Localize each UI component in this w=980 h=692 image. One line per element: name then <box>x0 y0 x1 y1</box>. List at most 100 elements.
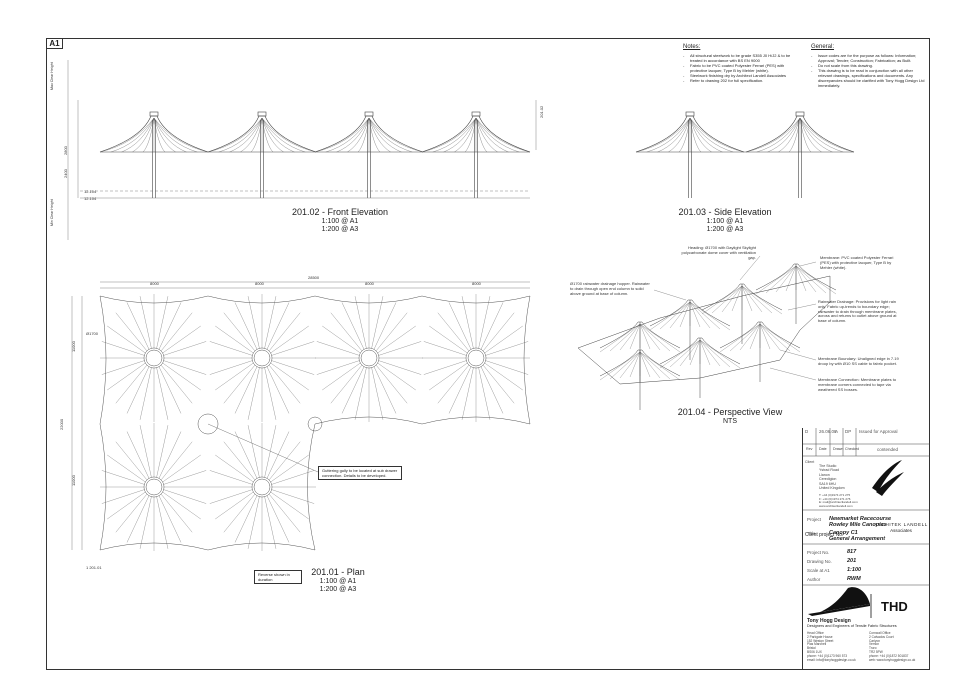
callout-heading-dome: Heading: Ø1700 with Daylight Skylight po… <box>681 245 757 260</box>
plan-bay-dim: 8000 <box>255 281 264 286</box>
drawing-sheet-border <box>46 38 930 670</box>
rev-header: Checked <box>845 447 860 451</box>
client-contact-line: F: +44 (0)1974 271 276 <box>819 496 851 501</box>
company-web: web: www.tonyhoggdesign.co.uk <box>869 657 916 662</box>
head-office-block: Head Office 2 Parkgate House 152 Weston … <box>807 631 867 662</box>
note-item: Fabric to be PVC coated Polyester Ferrar… <box>683 63 795 73</box>
level-label-bottom: 12.104 <box>84 196 97 201</box>
notes-heading: Notes: <box>683 44 701 50</box>
callout-connection: Membrane Connection: Membrane plates to … <box>818 377 897 392</box>
general-item: Do not scale from this drawing. <box>811 63 925 68</box>
head-office-line: 2 Parkgate House <box>807 634 833 639</box>
client-address-line: The Studio <box>819 464 837 468</box>
company-name: Tony Hogg Design <box>807 618 851 624</box>
rev-checked: DP <box>845 429 852 434</box>
rev-status: contended <box>877 447 899 452</box>
mast-ring-dim: Ø1700 <box>86 331 99 336</box>
architect-name: ARCHITEK LANDELL <box>874 522 928 527</box>
left-label-max: Max Clear Height <box>50 62 54 90</box>
plan-scale-a3: 1:200 @ A3 <box>319 586 357 593</box>
cornwall-office-line: Truro <box>869 646 877 651</box>
rev-header: Date <box>819 447 827 451</box>
note-item: Steelwork finishing dry by Architect Lan… <box>683 73 795 78</box>
note-item: Refer to drawing 202 for full specificat… <box>683 78 795 83</box>
front-height-dim: 2400 <box>63 169 68 178</box>
client-address: The Studio Ystrad Road Llanon Ceredigion… <box>819 464 871 490</box>
title-line2: General Arrangement <box>829 536 886 542</box>
scale-value: 1:100 <box>847 567 862 573</box>
general-heading: General: <box>811 44 835 50</box>
plan-bay-dim: 8000 <box>365 281 374 286</box>
rev-drawn: A <box>835 429 839 434</box>
plan-ref-label: 1 201.01 <box>86 565 102 570</box>
project-line2: Rowley Mile Canopies <box>829 522 887 528</box>
client-address-line: SA19 6HU <box>819 481 836 486</box>
side-ref-label: 201.02 <box>539 105 544 118</box>
project-no-label: Project No. <box>807 550 830 555</box>
title-block-lines <box>802 428 930 586</box>
dimension-lines <box>67 60 537 550</box>
callout-drainage-hopper: Ø1700 rainwater drainage hopper. Rainwat… <box>570 281 650 296</box>
cornwall-office-line: 2 Calvados Court <box>869 634 894 639</box>
side-elevation-scale-a1: 1:100 @ A1 <box>706 218 744 225</box>
general-list: Issue codes are for the purpose as follo… <box>811 53 925 88</box>
client-contact: T: +44 (0)1974 271 275 F: +44 (0)1974 27… <box>819 493 879 508</box>
title-label: Title <box>807 531 816 536</box>
company-tagline: Designers and Engineers of Tensile Fabri… <box>807 624 897 628</box>
head-office-line: Bristol <box>807 646 816 651</box>
head-office-line: 152 Weston Street <box>807 638 834 643</box>
client-address-line: Llanon <box>819 472 830 477</box>
rev-header: Drawn <box>833 447 844 451</box>
side-elevation-scale-a3: 1:200 @ A3 <box>706 226 744 233</box>
architect-sub: Associates <box>890 528 912 533</box>
front-elevation-drawing <box>99 111 531 198</box>
company-logo-text: THD <box>881 599 908 614</box>
client-project-no-label: Client project No. <box>805 532 844 538</box>
general-item: This drawing is to be read in conjunctio… <box>811 68 925 88</box>
cornwall-office-block: Cornwall Office 2 Calvados Court Carlyon… <box>869 631 929 662</box>
head-office-line: Plas Marchell <box>807 642 827 647</box>
plan-left-total: 22000 <box>59 418 64 430</box>
head-office-phone: phone: +44 (0)1173 960 573 <box>807 653 848 658</box>
rev-description: Issued for Approval <box>859 429 898 434</box>
plan-drawing <box>99 294 531 551</box>
architect-logo-graphic <box>872 460 904 496</box>
perspective-caption: 201.04 - Perspective View NTS <box>660 407 800 426</box>
callout-boundary: Membrane Boundary: Unaligned edge in 7.1… <box>818 356 899 366</box>
side-elevation-title: 201.03 - Side Elevation <box>678 207 772 217</box>
client-address-line: Ystrad Road <box>819 468 839 473</box>
notes-list: All structural steelwork to be grade S35… <box>683 53 795 83</box>
general-item: Issue codes are for the purpose as follo… <box>811 53 925 63</box>
plan-bay-dim: 8000 <box>472 281 481 286</box>
drawing-no-value: 201 <box>847 558 857 564</box>
level-label-top: 12.104 <box>84 189 97 194</box>
client-contact-line: T: +44 (0)1974 271 275 <box>819 493 851 497</box>
author-label: Author <box>807 577 821 582</box>
perspective-title: 201.04 - Perspective View <box>677 407 783 417</box>
plan-left-dim: 11000 <box>71 475 76 486</box>
title-line1: Canopy C1 <box>829 530 858 536</box>
project-line1: Newmarket Racecourse <box>829 516 892 522</box>
gully-note-box: Guttering gully to be located at sub dra… <box>318 466 402 480</box>
client-contact-line: www.architectlandell.com <box>819 503 853 508</box>
project-no-value: 817 <box>847 549 857 555</box>
company-email: email: info@tonyhoggdesign.co.uk <box>807 657 856 662</box>
cornwall-office-postcode: TR2 5PW <box>869 649 883 654</box>
front-elevation-title: 201.02 - Front Elevation <box>291 207 389 217</box>
front-elevation-caption: 201.02 - Front Elevation 1:100 @ A1 1:20… <box>260 207 420 234</box>
rev-code: D <box>805 429 809 434</box>
author-value: RWM <box>847 576 861 582</box>
head-office-postcode: BS06 1UX <box>807 649 822 654</box>
thd-logo-graphic <box>808 587 872 618</box>
cornwall-office-phone: phone: +44 (0)1872 501837 <box>869 653 909 658</box>
plan-title: 201.01 - Plan <box>311 567 365 577</box>
head-office-label: Head Office <box>807 631 824 635</box>
title-block: D 26.06.08 A DP Issued for Approval Rev … <box>802 428 930 670</box>
plan-caption: 201.01 - Plan 1:100 @ A1 1:200 @ A3 <box>278 567 398 594</box>
plan-bay-dim: 8000 <box>150 281 159 286</box>
sheet-size-tag: A1 <box>47 39 63 49</box>
plan-left-dim: 11000 <box>71 341 76 352</box>
perspective-drawing <box>577 255 837 410</box>
side-elevation-drawing <box>635 111 855 198</box>
